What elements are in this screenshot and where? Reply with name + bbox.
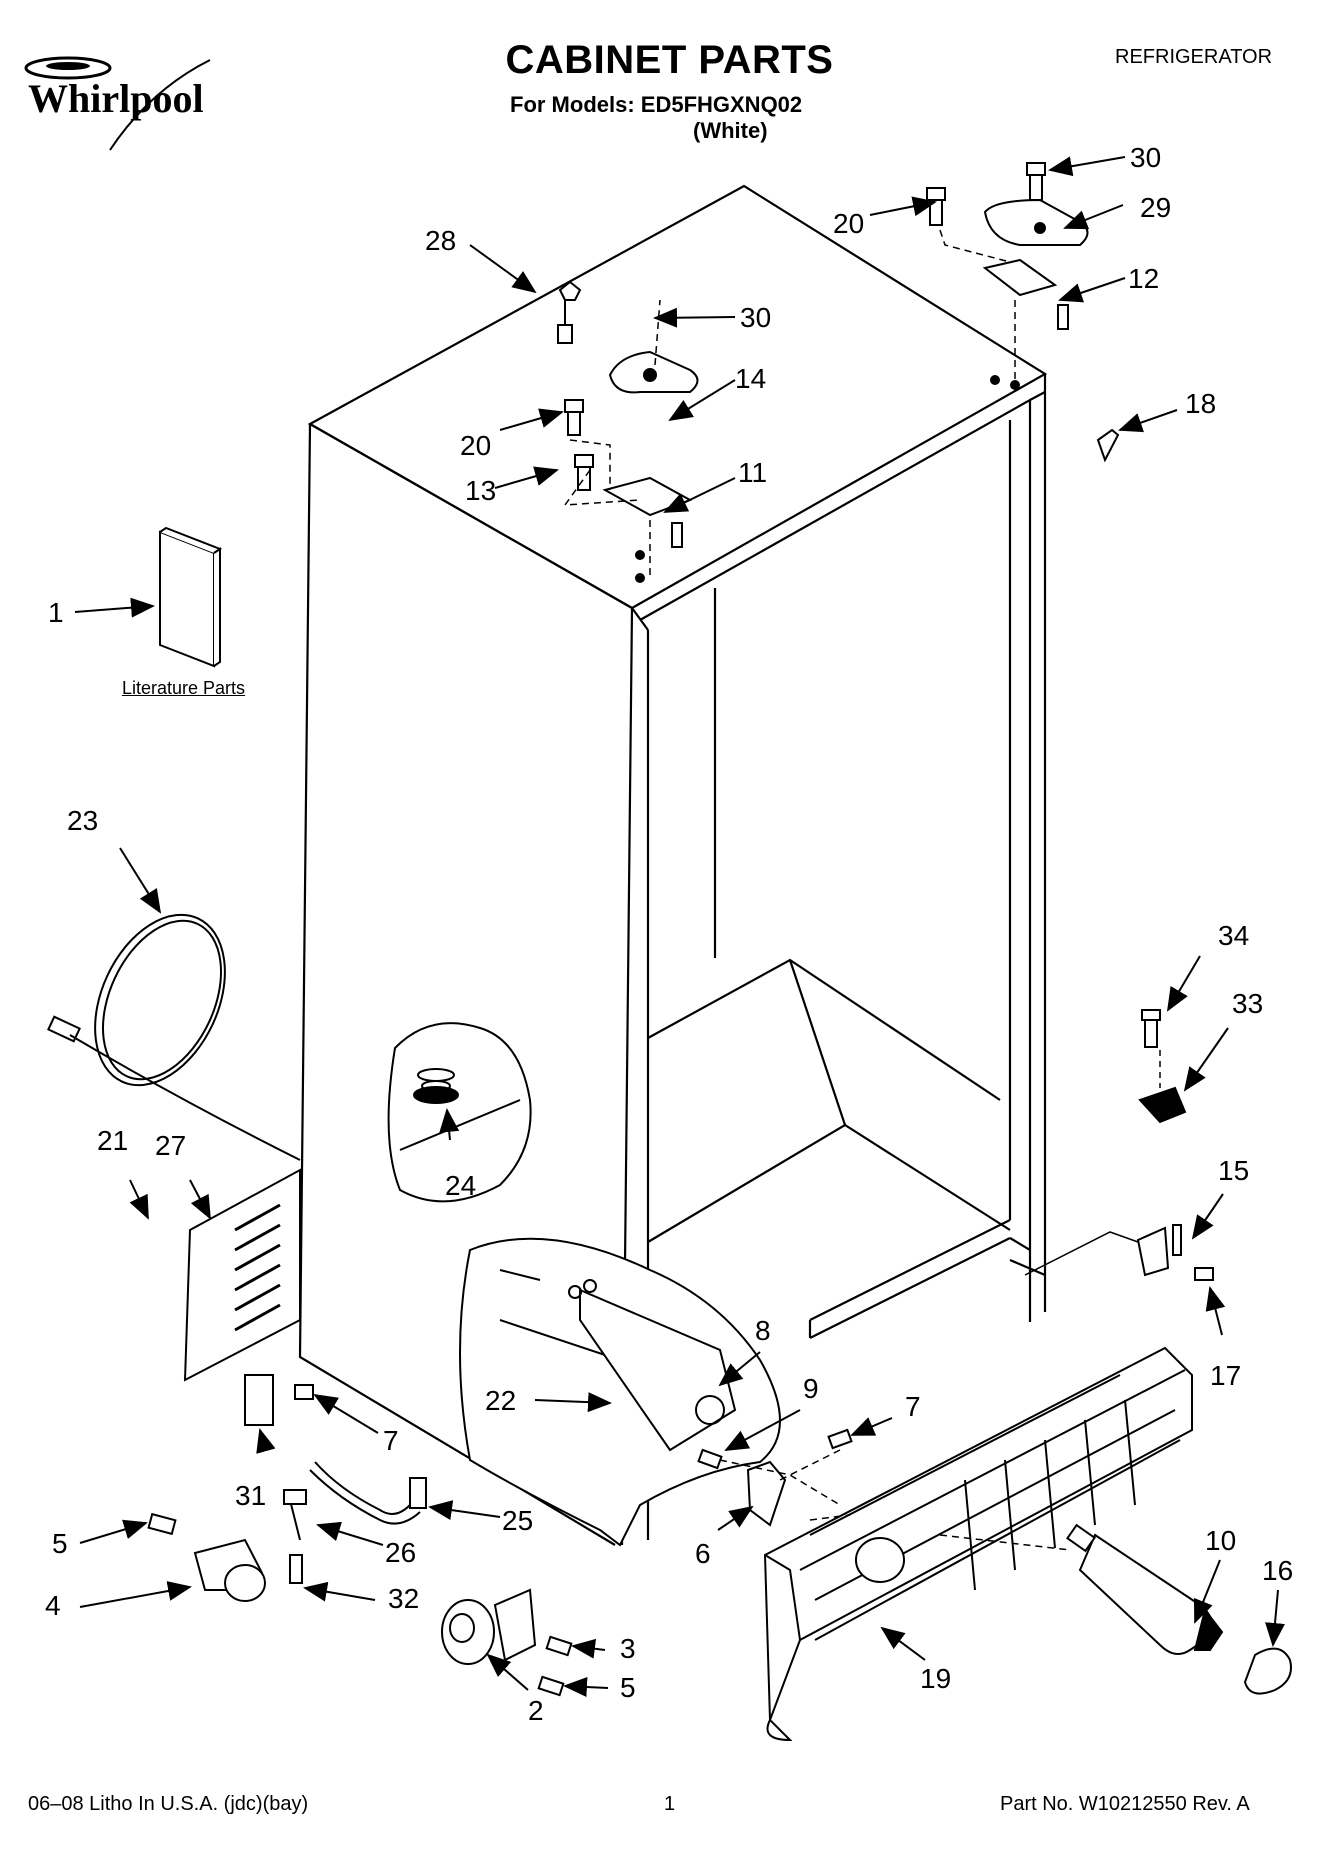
footer-print-info: 06–08 Litho In U.S.A. (jdc)(bay) [28, 1793, 309, 1815]
footer-part-number: Part No. W10212550 Rev. A [1000, 1793, 1250, 1815]
callout-27: 27 [155, 1130, 186, 1161]
callout-25: 25 [502, 1505, 533, 1536]
callout-2: 2 [528, 1695, 544, 1726]
callout-33: 33 [1232, 988, 1263, 1019]
callout-7a: 7 [383, 1425, 399, 1456]
callout-17: 17 [1210, 1360, 1241, 1391]
callout-7b: 7 [905, 1391, 921, 1422]
callout-6: 6 [695, 1538, 711, 1569]
appliance-category: REFRIGERATOR [1115, 46, 1273, 68]
power-cord [47, 913, 301, 1161]
callout-4: 4 [45, 1590, 61, 1621]
callout-3: 3 [620, 1633, 636, 1664]
callout-30a: 30 [740, 302, 771, 333]
callout-31: 31 [235, 1480, 266, 1511]
front-roller-right [441, 1588, 573, 1697]
callout-5b: 5 [620, 1672, 636, 1703]
page-title: CABINET PARTS [505, 38, 834, 82]
literature-parts-label: Literature Parts [122, 678, 246, 698]
filter-cap [1243, 1647, 1292, 1695]
callout-28: 28 [425, 225, 456, 256]
front-roller-left [147, 1512, 266, 1602]
callout-1: 1 [48, 597, 64, 628]
callout-23: 23 [67, 805, 98, 836]
water-valve-cutout [387, 1022, 532, 1203]
callout-12: 12 [1128, 263, 1159, 294]
callout-24: 24 [445, 1170, 476, 1201]
callout-30b: 30 [1130, 142, 1161, 173]
cabinet-shell [298, 184, 1048, 1546]
lower-cutaway-area [459, 1237, 781, 1547]
footer-page-number: 1 [664, 1793, 676, 1815]
drain-tube-assembly [244, 1374, 427, 1584]
literature-parts-box [159, 526, 223, 668]
callout-5a: 5 [52, 1528, 68, 1559]
brand-logo-text: Whirlpool [28, 76, 204, 121]
model-color: (White) [693, 118, 768, 143]
bracket-15 [1136, 1224, 1214, 1281]
callout-15: 15 [1218, 1155, 1249, 1186]
callout-9: 9 [803, 1373, 819, 1404]
callout-29: 29 [1140, 192, 1171, 223]
callout-34: 34 [1218, 920, 1249, 951]
callout-16: 16 [1262, 1555, 1293, 1586]
clip-6 [697, 1428, 853, 1527]
callout-21: 21 [97, 1125, 128, 1156]
right-top-hinge-assembly [926, 162, 1089, 330]
callout-11: 11 [738, 457, 767, 488]
callout-26: 26 [385, 1537, 416, 1568]
model-subtitle: For Models: ED5FHGXNQ02 [510, 92, 803, 117]
water-filter [1066, 1523, 1224, 1655]
callout-19: 19 [920, 1663, 951, 1694]
callout-20a: 20 [460, 430, 491, 461]
callout-13: 13 [465, 475, 496, 506]
base-grille [763, 1346, 1193, 1742]
callout-8: 8 [755, 1315, 771, 1346]
callout-22: 22 [485, 1385, 516, 1416]
callout-32: 32 [388, 1583, 419, 1614]
left-top-hinge-assembly [557, 280, 699, 548]
callout-20b: 20 [833, 208, 864, 239]
bracket-33 [1138, 1009, 1187, 1124]
callout-14: 14 [735, 363, 766, 394]
rear-access-cover [183, 1168, 301, 1382]
callout-18: 18 [1185, 388, 1216, 419]
callout-10: 10 [1205, 1525, 1236, 1556]
whirlpool-logo: Whirlpool [24, 56, 211, 151]
